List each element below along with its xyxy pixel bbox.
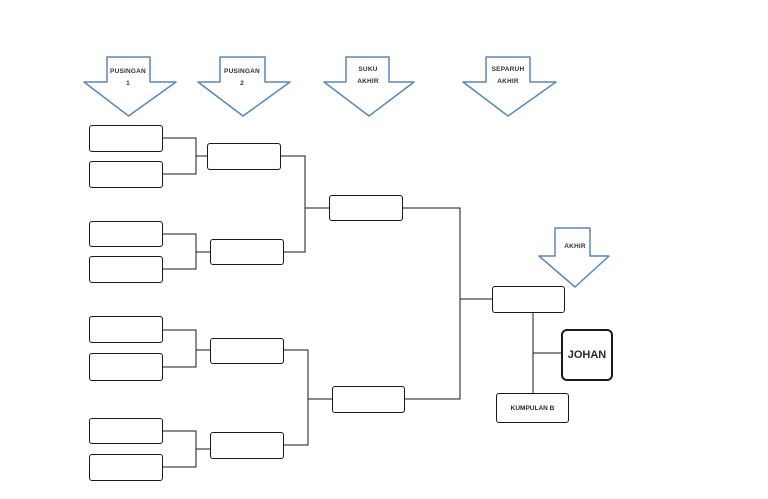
round-1-slot[interactable] [89, 454, 163, 481]
quarter-final-label: SUKU AKHIR [342, 64, 394, 88]
bracket-connectors [163, 137, 561, 468]
round-1-slot[interactable] [89, 221, 163, 247]
champion-label: JOHAN [567, 349, 607, 361]
quarter-final-label-line1: SUKU [358, 66, 378, 73]
group-label: KUMPULAN B [510, 404, 555, 412]
round-1-slot[interactable] [89, 316, 163, 343]
round-1-slot[interactable] [89, 125, 163, 152]
round-1-slot[interactable] [89, 161, 163, 188]
final-label: AKHIR [550, 241, 600, 253]
round-1-label-line2: 1 [126, 80, 130, 87]
round-2-slot[interactable] [210, 338, 284, 364]
round-1-slot[interactable] [89, 256, 163, 283]
round-2-label: PUSINGAN 2 [216, 66, 268, 90]
semi-final-slot[interactable] [492, 286, 565, 313]
quarter-final-slot[interactable] [332, 386, 405, 413]
round-2-label-line2: 2 [240, 80, 244, 87]
round-2-slot[interactable] [207, 143, 281, 170]
semi-final-label-line2: AKHIR [497, 78, 519, 85]
group-box[interactable]: KUMPULAN B [496, 393, 569, 423]
round-1-slot[interactable] [89, 353, 163, 381]
quarter-final-slot[interactable] [329, 195, 403, 221]
semi-final-label-line1: SEPARUH [491, 66, 525, 73]
champion-box[interactable]: JOHAN [561, 329, 613, 381]
down-arrow-icon [462, 56, 557, 117]
final-label-line1: AKHIR [564, 243, 586, 250]
down-arrow-icon [83, 56, 177, 117]
round-1-slot[interactable] [89, 418, 163, 444]
down-arrow-icon [197, 56, 291, 117]
round-2-label-line1: PUSINGAN [224, 68, 260, 75]
round-2-slot[interactable] [210, 432, 284, 459]
quarter-final-label-line2: AKHIR [357, 78, 379, 85]
semi-final-label: SEPARUH AKHIR [482, 64, 534, 88]
round-2-slot[interactable] [210, 239, 284, 265]
round-1-label-line1: PUSINGAN [110, 68, 146, 75]
round-1-label: PUSINGAN 1 [102, 66, 154, 90]
down-arrow-icon [538, 227, 610, 288]
down-arrow-icon [323, 56, 415, 117]
